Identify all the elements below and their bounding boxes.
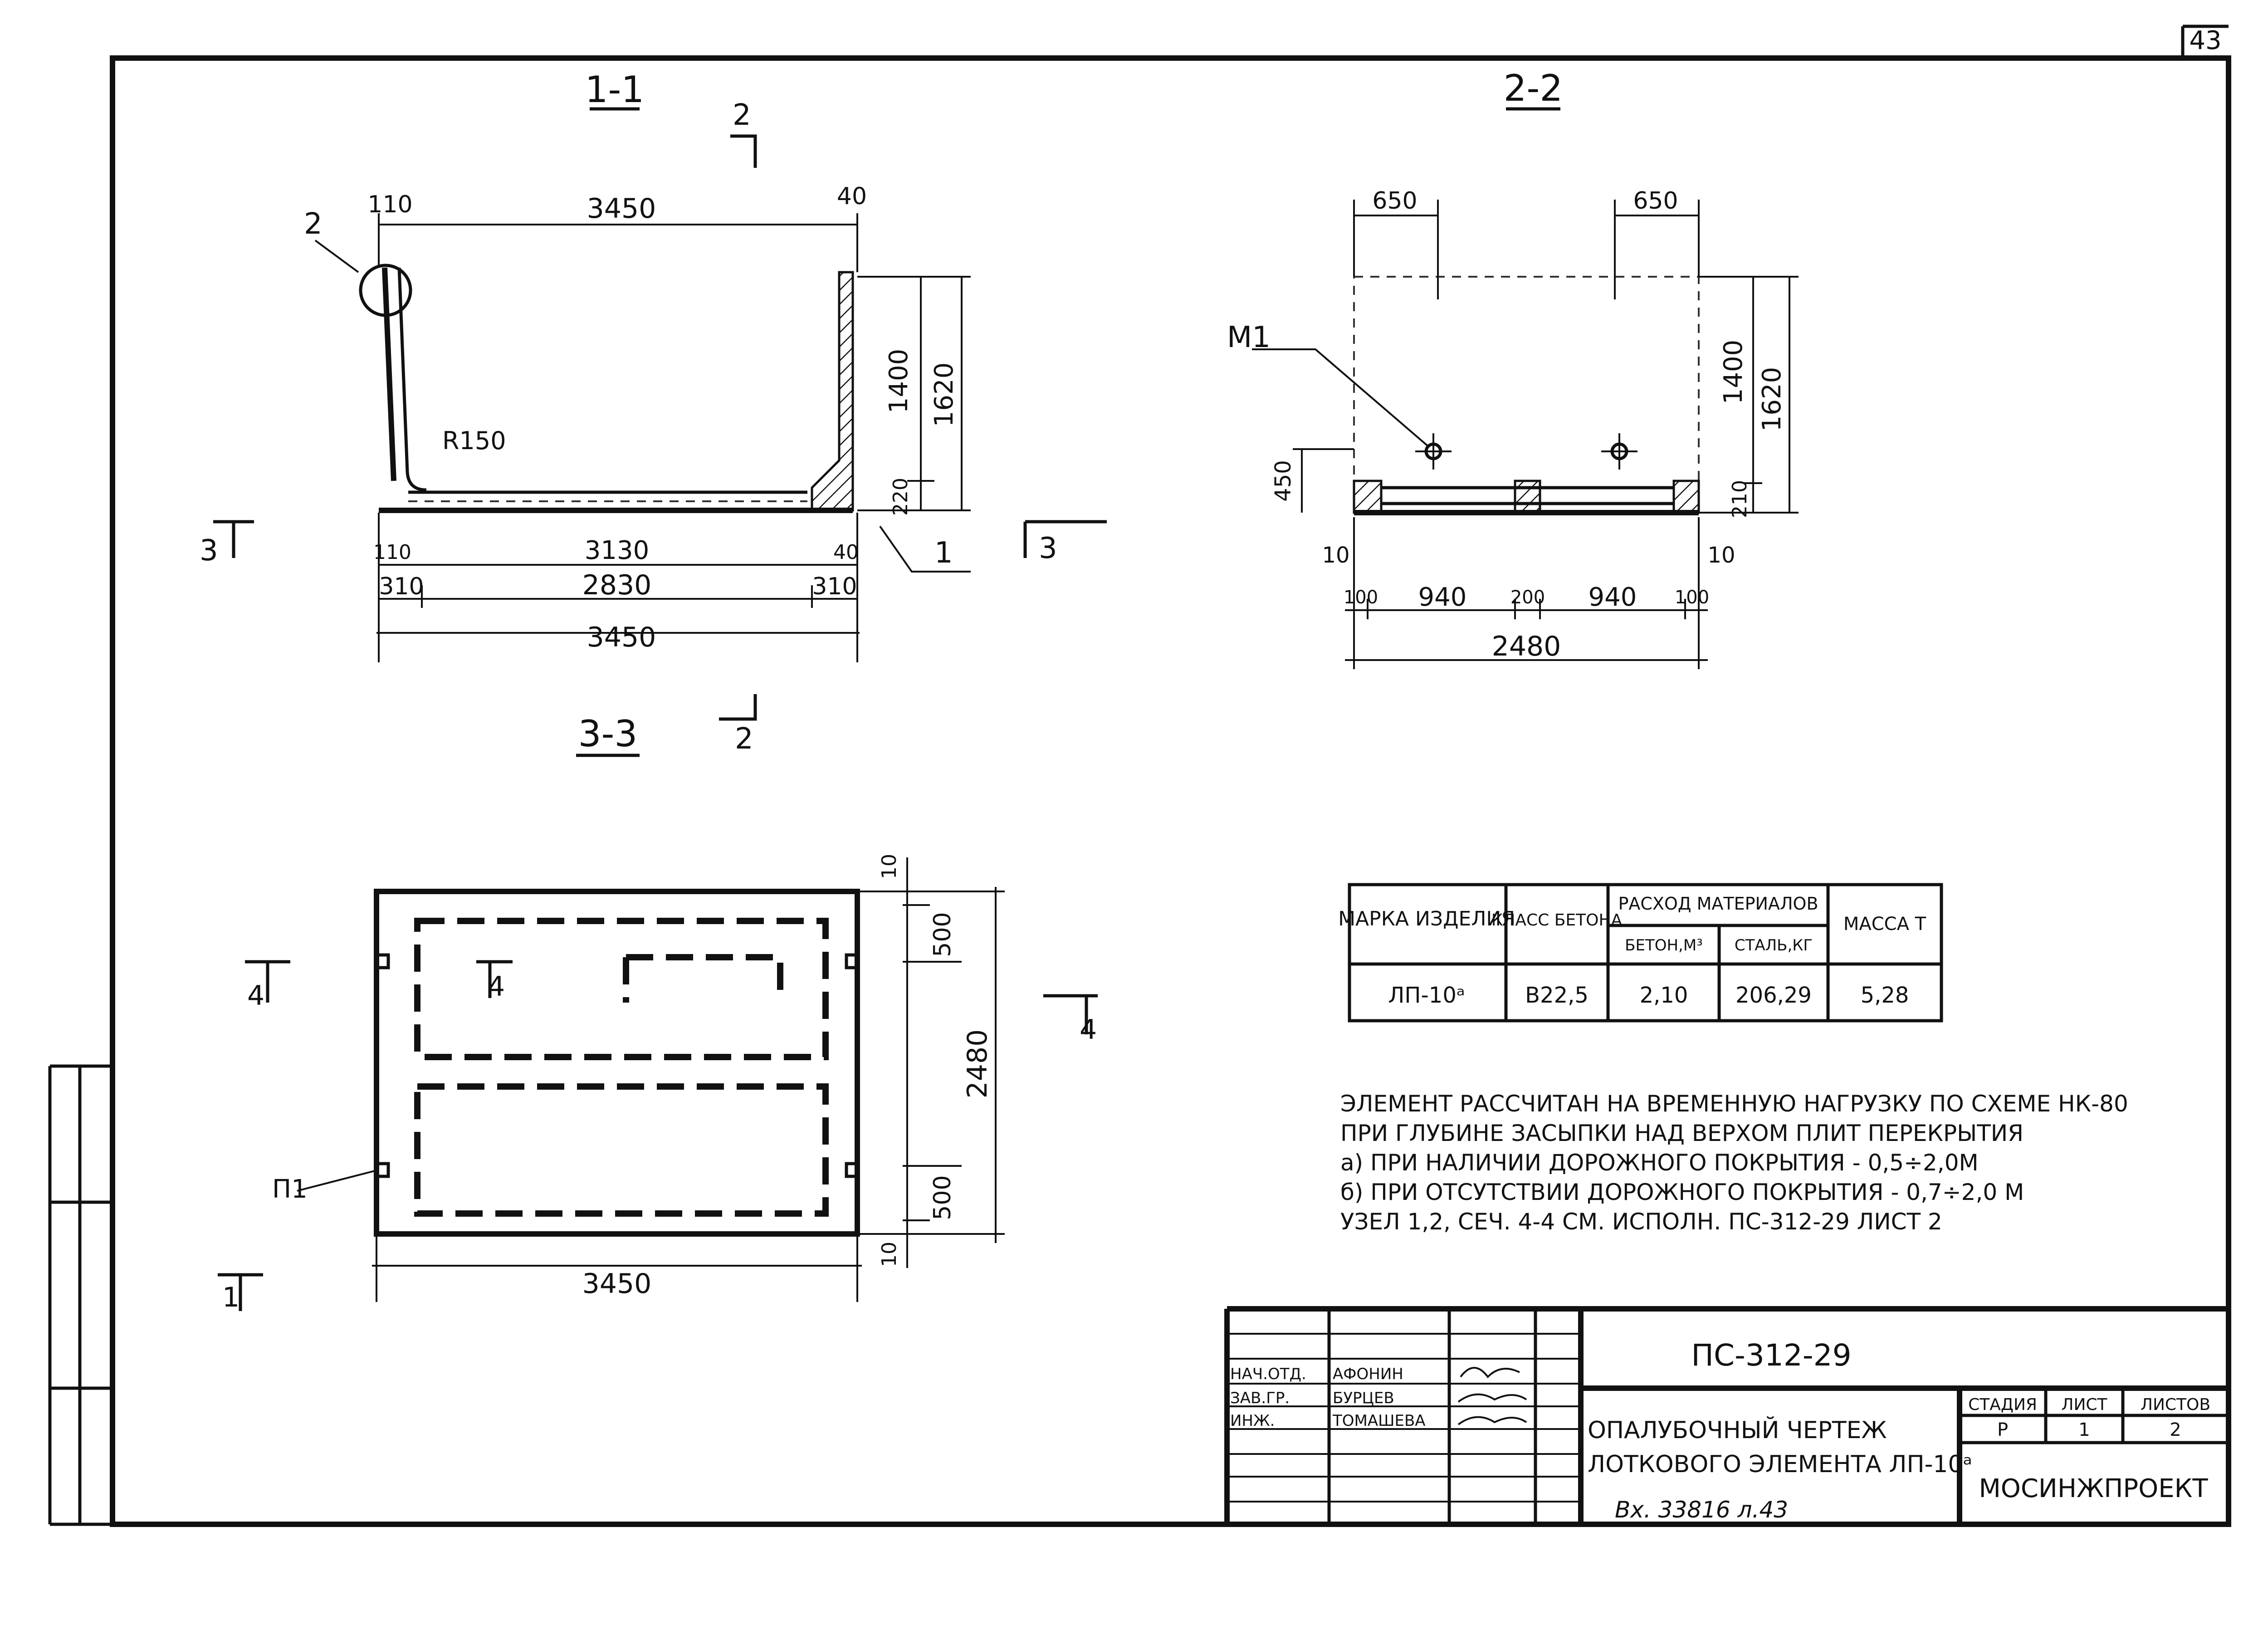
dimension-label: 500 xyxy=(929,1175,956,1220)
dimension-label: Р xyxy=(1997,1419,2008,1440)
m1-callout: М1 xyxy=(1227,321,1271,354)
dimension-label: 2,10 xyxy=(1640,983,1688,1008)
archive-stamp: Вх. 33816 л.43 xyxy=(1615,1497,1788,1523)
dimension-label: 3450 xyxy=(582,1268,652,1300)
dimension-label: 310 xyxy=(379,573,424,600)
dimension-label: 1620 xyxy=(929,362,959,427)
cut-mark-2-plan: 2 xyxy=(735,722,753,756)
cut-mark-3-right: 3 xyxy=(1039,532,1057,565)
dimension-label: 3130 xyxy=(585,536,650,565)
document-code: ПС-312-29 xyxy=(1691,1338,1851,1373)
dimension-label: ЗАВ.ГР. xyxy=(1230,1389,1290,1407)
dimension-label: В22,5 xyxy=(1525,983,1589,1008)
radius-callout: R150 xyxy=(442,426,506,455)
dimension-label: МАССА Т xyxy=(1843,914,1926,935)
dimension-label: 3450 xyxy=(587,193,656,225)
dimension-label: 206,29 xyxy=(1735,983,1812,1008)
drawing-frame xyxy=(48,55,2231,1527)
dimension-label: 40 xyxy=(837,183,867,210)
plan-3-3: 3-3 2 П1 4 4 4 1 10 500 xyxy=(218,694,1098,1313)
section-label-1-1: 1-1 xyxy=(585,69,645,111)
dimension-label: ЛП-10ᵃ xyxy=(1388,983,1465,1008)
title-block: НАЧ.ОТД. ЗАВ.ГР. ИНЖ. АФОНИН БУРЦЕВ ТОМА… xyxy=(1224,1306,2229,1524)
section-2-2: 2-2 М1 650 650 1400 1620 2 xyxy=(1227,67,1799,669)
note-line: ПРИ ГЛУБИНЕ ЗАСЫПКИ НАД ВЕРХОМ ПЛИТ ПЕРЕ… xyxy=(1340,1120,2024,1146)
note-line: а) ПРИ НАЛИЧИИ ДОРОЖНОГО ПОКРЫТИЯ - 0,5÷… xyxy=(1340,1150,1979,1176)
dimension-label: 100 xyxy=(1675,587,1709,608)
dimension-label: 2 xyxy=(2170,1419,2181,1440)
dimension-label: 220 xyxy=(889,478,912,516)
dimension-label: 200 xyxy=(1510,587,1545,608)
dimension-label: НАЧ.ОТД. xyxy=(1230,1365,1306,1383)
dimension-label: 10 xyxy=(878,1242,901,1267)
p1-callout: П1 xyxy=(272,1175,308,1204)
node-2-callout: 2 xyxy=(304,207,323,241)
dimension-label: 1620 xyxy=(1757,367,1787,432)
organization-name: МОСИНЖПРОЕКТ xyxy=(1979,1474,2208,1503)
note-line: б) ПРИ ОТСУТСТВИИ ДОРОЖНОГО ПОКРЫТИЯ - 0… xyxy=(1340,1179,2024,1205)
dimension-label: 10 xyxy=(1322,543,1349,568)
section-label-2-2: 2-2 xyxy=(1504,67,1563,109)
dimension-label: 40 xyxy=(833,541,859,564)
dimension-label: 1400 xyxy=(884,349,914,414)
dimension-label: БЕТОН,М³ xyxy=(1625,936,1703,954)
dimension-label: КЛАСС БЕТОНА xyxy=(1491,911,1623,930)
dimension-label: БУРЦЕВ xyxy=(1333,1389,1394,1407)
cut-mark-1: 1 xyxy=(934,536,953,570)
dimension-label: 1 xyxy=(2078,1419,2090,1440)
dimension-label: 450 xyxy=(1271,460,1296,502)
dimension-label: 650 xyxy=(1633,187,1678,215)
dimension-label: 2480 xyxy=(962,1029,993,1099)
dimension-label: 210 xyxy=(1728,480,1751,518)
section-label-3-3: 3-3 xyxy=(578,713,638,755)
cut-mark-4-left: 4 xyxy=(247,980,264,1012)
dimension-label: 10 xyxy=(878,854,901,879)
dimension-label: 310 xyxy=(812,573,857,600)
cut-mark-4-inner: 4 xyxy=(488,971,505,1003)
dimension-label: 2480 xyxy=(1492,631,1561,662)
dimension-label: 940 xyxy=(1589,582,1637,612)
cut-mark-3-left: 3 xyxy=(200,534,218,568)
dimension-label: СТАДИЯ xyxy=(1968,1395,2037,1414)
dimension-label: СТАЛЬ,КГ xyxy=(1735,936,1813,954)
dimension-label: ЛИСТ xyxy=(2061,1395,2107,1414)
dimension-label: 940 xyxy=(1418,582,1467,612)
dimension-label: 110 xyxy=(367,191,412,218)
dimension-label: ЛОТКОВОГО ЭЛЕМЕНТА ЛП-10ᵃ xyxy=(1588,1451,1972,1478)
dimension-label: АФОНИН xyxy=(1333,1365,1403,1383)
sheet-number: 43 xyxy=(2189,26,2221,55)
dimension-label: 2830 xyxy=(582,569,652,601)
dimension-label: ЛИСТОВ xyxy=(2141,1395,2210,1414)
dimension-label: 100 xyxy=(1344,587,1378,608)
dimension-label: РАСХОД МАТЕРИАЛОВ xyxy=(1618,894,1818,914)
dimension-label: 1400 xyxy=(1719,340,1748,405)
note-line: ЭЛЕМЕНТ РАССЧИТАН НА ВРЕМЕННУЮ НАГРУЗКУ … xyxy=(1340,1091,2128,1117)
cut-mark-2-top: 2 xyxy=(733,98,751,132)
dimension-label: МАРКА ИЗДЕЛИЯ xyxy=(1338,907,1515,930)
note-line: УЗЕЛ 1,2, СЕЧ. 4-4 СМ. ИСПОЛН. ПС-312-29… xyxy=(1340,1209,1942,1235)
section-1-1: 1-1 2 2 R150 110 3450 40 1400 1620 xyxy=(200,69,1107,662)
cut-mark-4-right: 4 xyxy=(1080,1014,1097,1046)
dimension-label: 3450 xyxy=(587,622,656,653)
dimension-label: 5,28 xyxy=(1861,983,1909,1008)
dimension-label: ОПАЛУБОЧНЫЙ ЧЕРТЕЖ xyxy=(1588,1416,1887,1444)
cut-mark-1-left: 1 xyxy=(222,1282,240,1313)
spec-table: МАРКА ИЗДЕЛИЯ КЛАСС БЕТОНА РАСХОД МАТЕРИ… xyxy=(1338,883,1943,1023)
dimension-label: 10 xyxy=(1707,543,1735,568)
dimension-label: 110 xyxy=(373,541,411,564)
sheet-number-box: 43 xyxy=(2181,24,2229,58)
dimension-label: ИНЖ. xyxy=(1230,1412,1275,1430)
notes: ЭЛЕМЕНТ РАССЧИТАН НА ВРЕМЕННУЮ НАГРУЗКУ … xyxy=(1340,1091,2128,1235)
dimension-label: ТОМАШЕВА xyxy=(1332,1412,1426,1430)
dimension-label: 500 xyxy=(929,912,956,957)
dimension-label: 650 xyxy=(1372,187,1417,215)
